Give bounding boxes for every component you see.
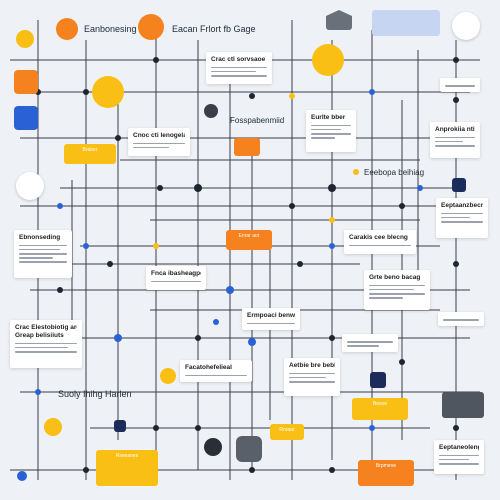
junction-node	[329, 335, 335, 341]
junction-node	[329, 467, 335, 473]
junction-node	[157, 185, 163, 191]
junction-node	[249, 93, 255, 99]
info-card-3: Eurlte bber	[306, 110, 356, 152]
junction-node	[114, 334, 122, 342]
junction-node	[289, 203, 295, 209]
junction-node	[453, 425, 459, 431]
info-card-4: Anprokiia ntiuaa	[430, 122, 480, 158]
junction-node	[17, 471, 27, 481]
info-card-2: Cnoc cti lenogelar	[128, 128, 190, 156]
orange-tile-1[interactable]: Enrar aor	[226, 230, 272, 250]
blue-top-tile	[372, 10, 440, 36]
junction-node	[83, 467, 89, 473]
orange-tile-2[interactable]	[234, 138, 260, 156]
lock-icon-2[interactable]	[44, 418, 62, 436]
junction-node	[57, 203, 63, 209]
camera-icon[interactable]	[452, 178, 466, 192]
label-bottom-left: Suoly Ihihg Harlen	[58, 389, 132, 399]
junction-node	[195, 335, 201, 341]
junction-node	[83, 243, 89, 249]
envelope-icon[interactable]	[326, 10, 352, 30]
camera-tile[interactable]	[236, 436, 262, 462]
info-card-6: Carakis cee blecng	[344, 230, 416, 254]
yellow-circle-1	[92, 76, 124, 108]
junction-node	[213, 319, 219, 325]
info-card-17	[440, 78, 480, 92]
info-card-9: Eeptaanzbecmidilimale	[436, 198, 488, 238]
junction-node	[248, 338, 256, 346]
info-card-13: Aetbie bre bebbing	[284, 358, 340, 396]
orange-square-icon[interactable]	[14, 70, 38, 94]
shield-icon[interactable]	[204, 438, 222, 456]
junction-node	[289, 93, 295, 99]
junction-node	[297, 261, 303, 267]
info-card-15	[342, 334, 398, 352]
junction-node	[329, 243, 335, 249]
cube-icon[interactable]	[370, 372, 386, 388]
yellow-tile-2[interactable]: Besoe	[352, 398, 408, 420]
label-middle: Fosspabenmiid	[230, 116, 285, 125]
label-right: Eeebopa beihiag	[364, 168, 425, 177]
junction-node	[453, 261, 459, 267]
junction-node	[399, 359, 405, 365]
gear-icon[interactable]	[204, 104, 218, 118]
lock-icon[interactable]	[160, 368, 176, 384]
junction-node	[328, 184, 336, 192]
orange-tile-3[interactable]: Brpmeoe	[358, 460, 414, 486]
junction-node	[399, 203, 405, 209]
junction-node	[107, 261, 113, 267]
blue-square-icon[interactable]	[14, 106, 38, 130]
label-top-center: Eacan Frlort fb Gage	[172, 24, 256, 34]
junction-node	[115, 135, 121, 141]
sun-icon	[312, 44, 344, 76]
junction-node	[417, 185, 423, 191]
junction-node	[153, 243, 159, 249]
junction-node	[35, 389, 41, 395]
junction-node	[353, 169, 359, 175]
info-card-1: Crac ctl sorvsaoe	[206, 52, 272, 84]
yellow-tile-1[interactable]: Braber	[64, 144, 116, 164]
info-card-14: Eeptaneolengapeslng	[434, 440, 484, 474]
moon-icon[interactable]	[452, 12, 480, 40]
junction-node	[369, 89, 375, 95]
junction-node	[453, 97, 459, 103]
folder-icon[interactable]	[16, 172, 44, 200]
junction-node	[369, 425, 375, 431]
junction-node	[153, 57, 159, 63]
orange-circle-top	[56, 18, 78, 40]
info-card-8: Fnca ibasheagpes	[146, 266, 206, 290]
label-top-left: Eanbonesing	[84, 24, 137, 34]
junction-node	[195, 425, 201, 431]
junction-node	[153, 425, 159, 431]
junction-node	[249, 467, 255, 473]
info-card-16	[438, 312, 484, 326]
junction-node	[57, 287, 63, 293]
grey-tile[interactable]	[442, 392, 484, 418]
info-card-12: Facatohefelieal	[180, 360, 252, 382]
junction-node	[83, 89, 89, 95]
info-card-5: Ebnonseding	[14, 230, 72, 278]
yellow-tile-4[interactable]: Rseeanes	[96, 450, 158, 486]
junction-node	[329, 217, 335, 223]
orange-circle-top-2	[138, 14, 164, 40]
yellow-tile-3[interactable]: Rnraar	[270, 424, 304, 440]
yellow-circle-2	[16, 30, 34, 48]
junction-node	[226, 286, 234, 294]
info-card-10: Ermpoaci benwet	[242, 308, 300, 330]
junction-node	[453, 57, 459, 63]
folder-icon-2[interactable]	[114, 420, 126, 432]
junction-node	[194, 184, 202, 192]
info-card-7: Grte beno bacag	[364, 270, 430, 310]
